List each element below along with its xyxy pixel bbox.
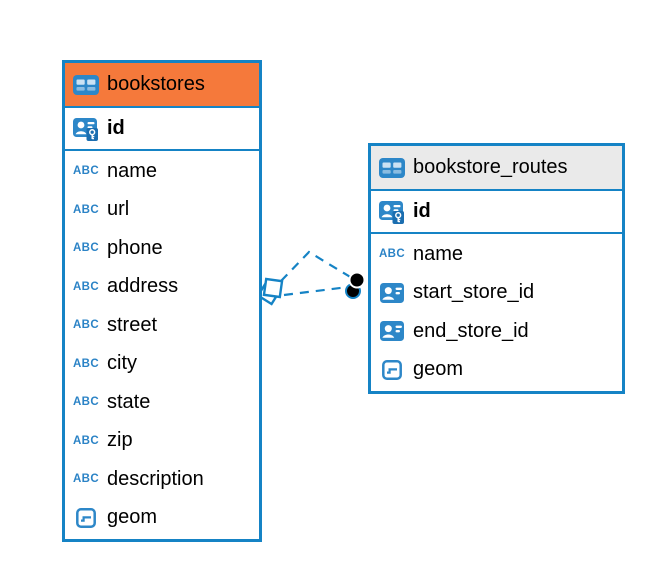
- reference-icon: [379, 282, 405, 303]
- column-row[interactable]: start_store_id: [371, 274, 622, 313]
- column-row[interactable]: ABC name: [65, 152, 259, 191]
- geometry-icon: [73, 507, 99, 528]
- table-title: bookstore_routes: [413, 156, 568, 178]
- table-header-bookstores[interactable]: bookstores: [65, 63, 259, 106]
- column-name: name: [413, 242, 464, 265]
- column-name: id: [413, 200, 431, 222]
- text-icon: ABC: [72, 357, 100, 370]
- column-row[interactable]: end_store_id: [371, 312, 622, 351]
- column-row[interactable]: ABC description: [65, 460, 259, 499]
- text-icon: ABC: [72, 242, 100, 255]
- column-name: end_store_id: [413, 319, 529, 342]
- column-name: url: [107, 198, 130, 221]
- text-icon: ABC: [72, 203, 100, 216]
- table-title: bookstores: [107, 73, 205, 95]
- geometry-icon: [379, 359, 405, 380]
- table-columns: ABC name start_store_id end_store_id geo…: [371, 232, 622, 391]
- text-icon: ABC: [72, 473, 100, 486]
- column-row[interactable]: ABC street: [65, 306, 259, 345]
- column-name: geom: [107, 506, 158, 529]
- column-name: phone: [107, 236, 163, 259]
- text-icon: ABC: [378, 248, 406, 261]
- column-row[interactable]: geom: [371, 351, 622, 390]
- primary-key-icon: [379, 200, 405, 224]
- column-name: street: [107, 313, 158, 336]
- column-name: address: [107, 275, 179, 298]
- table-icon: [73, 74, 99, 95]
- column-name: zip: [107, 429, 133, 452]
- relationship-line-1[interactable]: [280, 250, 353, 282]
- table-bookstore-routes[interactable]: bookstore_routes id ABC name start_store…: [368, 143, 625, 394]
- column-row[interactable]: ABC zip: [65, 422, 259, 461]
- text-icon: ABC: [72, 280, 100, 293]
- column-name: city: [107, 352, 137, 375]
- text-icon: ABC: [72, 434, 100, 447]
- text-icon: ABC: [72, 319, 100, 332]
- column-row[interactable]: ABC state: [65, 383, 259, 422]
- column-row[interactable]: ABC phone: [65, 229, 259, 268]
- column-row[interactable]: ABC address: [65, 268, 259, 307]
- column-row[interactable]: ABC url: [65, 191, 259, 230]
- table-columns: ABC name ABC url ABC phone ABC address A…: [65, 149, 259, 539]
- table-header-bookstore-routes[interactable]: bookstore_routes: [371, 146, 622, 189]
- primary-key-icon: [73, 117, 99, 141]
- reference-icon: [379, 321, 405, 342]
- column-name: id: [107, 117, 125, 139]
- column-name: start_store_id: [413, 281, 535, 304]
- relationship-line-2[interactable]: [283, 285, 349, 297]
- column-name: name: [107, 159, 158, 182]
- table-icon: [379, 157, 405, 178]
- column-name: description: [107, 467, 204, 490]
- cardinality-squares-marker[interactable]: [256, 277, 284, 306]
- primary-key-row[interactable]: id: [371, 189, 622, 232]
- column-name: state: [107, 390, 151, 413]
- text-icon: ABC: [72, 396, 100, 409]
- text-icon: ABC: [72, 165, 100, 178]
- column-row[interactable]: geom: [65, 499, 259, 538]
- column-row[interactable]: ABC name: [371, 235, 622, 274]
- column-name: geom: [413, 358, 464, 381]
- table-bookstores[interactable]: bookstores id ABC name ABC url ABC phone…: [62, 60, 262, 542]
- column-row[interactable]: ABC city: [65, 345, 259, 384]
- primary-key-row[interactable]: id: [65, 106, 259, 149]
- cardinality-dot-marker-1[interactable]: [348, 271, 366, 289]
